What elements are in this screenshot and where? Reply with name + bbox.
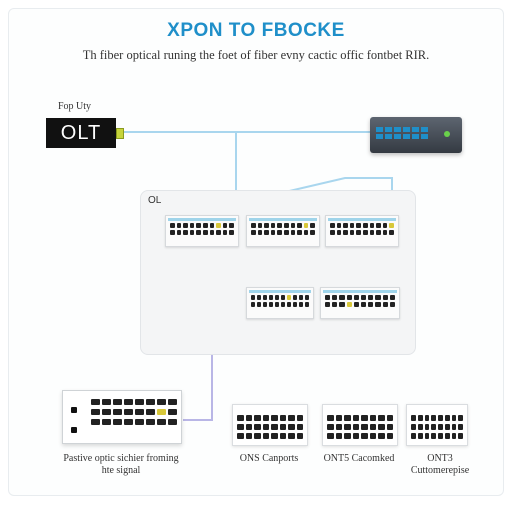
- splitter-label: Pastive optic sichier froming hte signal: [63, 453, 179, 476]
- patch-switch-5: [320, 287, 400, 319]
- passive-optical-splitter: [62, 390, 182, 444]
- patch-switch-1: [165, 215, 239, 247]
- ont-label-2: ONT5 Cacomked: [323, 453, 395, 464]
- olt-device: OLT: [46, 118, 116, 148]
- diagram-title: XPON TO FBOCKE: [167, 20, 345, 41]
- patch-switch-3: [325, 215, 399, 247]
- olt-caption: Fop Uty: [58, 101, 92, 112]
- patch-switch-2: [246, 215, 320, 247]
- ont-label-1: ONS Canports: [239, 453, 299, 464]
- ont-device-3: [406, 404, 468, 446]
- core-switch-ports: [376, 127, 428, 139]
- ont-label-3: ONT3 Cuttomerepise: [410, 453, 470, 476]
- status-led: [444, 131, 450, 137]
- ont-device-1: [232, 404, 308, 446]
- panel-label: OL: [148, 195, 162, 206]
- ont-device-2: [322, 404, 398, 446]
- core-switch: [370, 117, 462, 153]
- diagram-subtitle: Th fiber optical runing the foet of fibe…: [82, 48, 430, 62]
- olt-port: [116, 128, 124, 139]
- patch-switch-4: [246, 287, 314, 319]
